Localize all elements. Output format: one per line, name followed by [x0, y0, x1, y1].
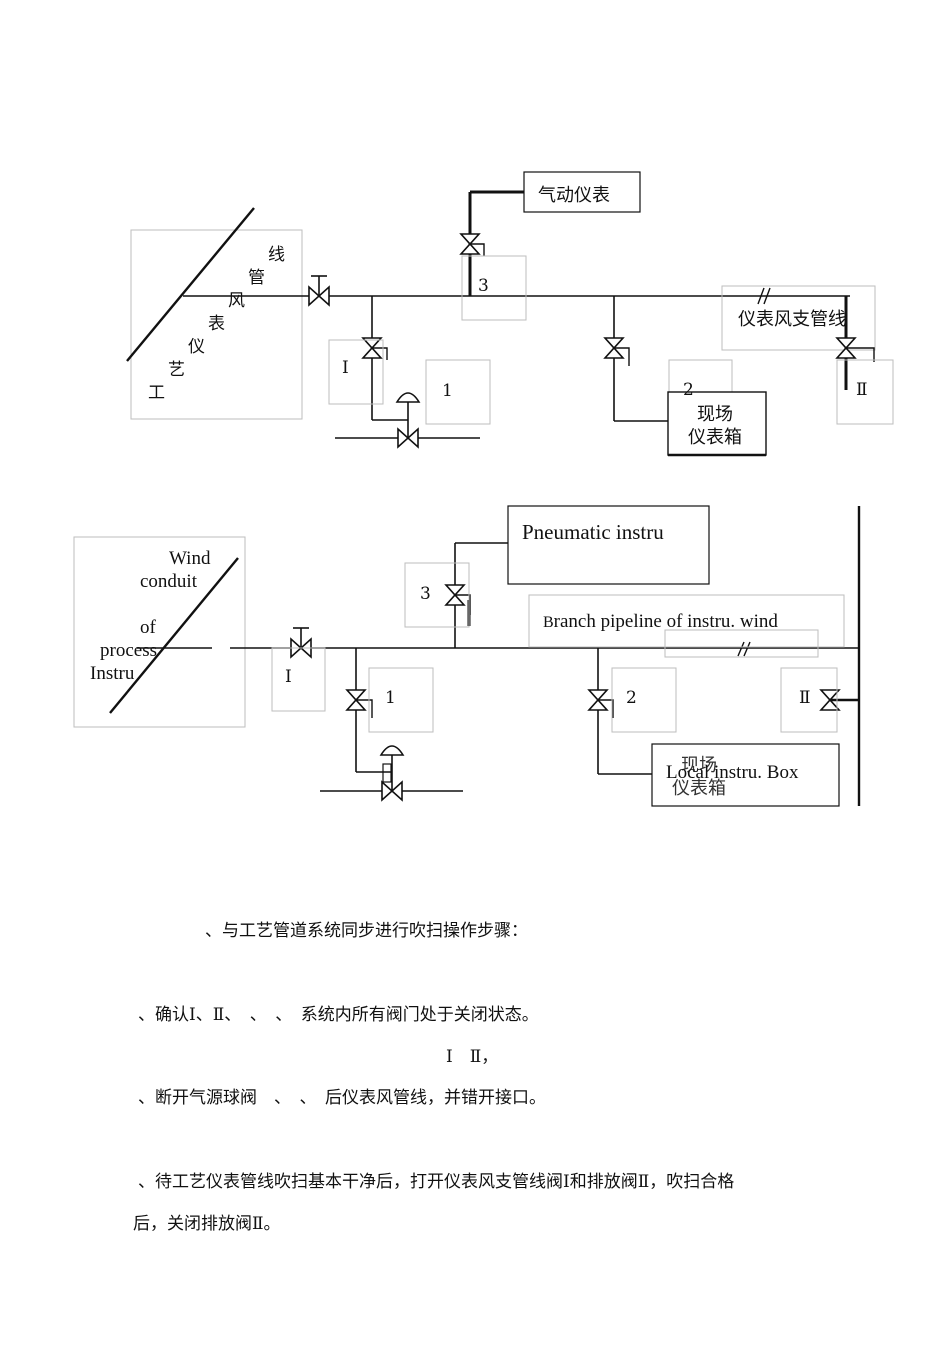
label-1: 1	[442, 381, 453, 401]
valve-2-cn	[604, 337, 630, 366]
label-frame-3	[461, 255, 527, 321]
process-pipe-label-line: process	[100, 640, 157, 661]
process-diagram-graphics	[73, 171, 894, 807]
pneumatic-instrument-box-en	[507, 505, 710, 585]
vertical-label-char: 管	[248, 268, 265, 288]
label-3: 3	[478, 276, 489, 296]
valve-II-cn	[836, 337, 875, 362]
process-pipe-frame-en	[73, 536, 246, 728]
label-frame-3-en	[404, 562, 470, 628]
valve-3-en	[445, 584, 471, 615]
label-frame-1-en	[368, 667, 434, 733]
break-mark	[757, 287, 765, 305]
valve-2-en	[588, 689, 614, 718]
diagram-en	[73, 505, 861, 807]
process-pipe-label-line: conduit	[140, 571, 197, 592]
pneumatic-instrument-label-en: Pneumatic instru	[522, 520, 664, 544]
control-valve-cn	[335, 392, 480, 448]
label-frame-I	[328, 339, 384, 405]
vertical-label-char: 工	[148, 383, 165, 403]
label-roman-II-en: Ⅱ	[799, 688, 811, 708]
process-pipe-diagonal-en	[109, 557, 239, 714]
branch-label-frame-en	[528, 594, 845, 648]
label-2-en: 2	[626, 688, 637, 708]
label-roman-I: Ⅰ	[342, 358, 349, 378]
vertical-label-char: 线	[268, 245, 285, 265]
diagram-cn	[126, 171, 894, 457]
label-3-en: 3	[420, 584, 431, 604]
local-box-overlap-cn-line2: 仪表箱	[672, 778, 726, 799]
step-2: 、断开气源球阀 、 、 后仪表风管线，并错开接口。	[138, 1088, 546, 1108]
break-mark	[743, 641, 751, 657]
pneumatic-instrument-label: 气动仪表	[538, 185, 610, 206]
label-roman-II: Ⅱ	[856, 380, 868, 400]
label-frame-1	[425, 359, 491, 425]
process-pipe-label-line: Wind	[169, 548, 211, 569]
label-frame-II	[836, 359, 894, 425]
label-1-en: 1	[385, 688, 396, 708]
valve-I-en	[290, 627, 312, 658]
label-roman-I-en: Ⅰ	[285, 667, 292, 687]
label-frame-II-en	[780, 667, 838, 733]
branch-label-frame-cn	[721, 285, 876, 351]
process-pipe-label-line: of	[140, 617, 156, 638]
process-pipe-label-line: Instru	[90, 663, 135, 684]
valve-II-en	[820, 689, 859, 711]
break-mark	[737, 641, 745, 657]
label-frame-2-en	[611, 667, 677, 733]
process-pipe-frame	[130, 229, 303, 420]
step-3-line1: 、待工艺仪表管线吹扫基本干净后，打开仪表风支管线阀Ⅰ和排放阀Ⅱ，吹扫合格	[138, 1172, 735, 1192]
valve-1-en	[346, 689, 373, 718]
step-3-line2: 后，关闭排放阀Ⅱ。	[133, 1214, 281, 1234]
local-box-label-line1: 现场	[697, 404, 733, 425]
local-instrument-box-cn	[667, 391, 767, 456]
break-mark	[763, 287, 771, 305]
local-box-label-line2: 仪表箱	[688, 427, 742, 448]
control-valve-en	[320, 745, 463, 801]
label-frame-I-en	[271, 647, 326, 712]
section-heading: 、与工艺管道系统同步进行吹扫操作步骤：	[205, 921, 528, 941]
vertical-label-char: 风	[228, 291, 245, 311]
vertical-label-char: 仪	[188, 337, 205, 357]
vertical-label-char: 艺	[168, 360, 185, 380]
local-instrument-box-label-en: Local instru. Box	[666, 762, 799, 783]
process-pipe-diagonal	[126, 207, 255, 362]
valve-I-cn	[308, 275, 330, 306]
step-1: 、确认Ⅰ、Ⅱ、 、 、 系统内所有阀门处于关闭状态。	[138, 1005, 539, 1025]
vertical-label-char: 表	[208, 314, 225, 334]
branch-pipeline-label: 仪表风支管线	[738, 309, 846, 330]
pneumatic-instrument-box	[523, 171, 641, 213]
step-2-superscript: Ⅰ Ⅱ，	[446, 1047, 499, 1067]
valve-3-cn	[460, 233, 485, 256]
valve-1-cn	[362, 337, 388, 360]
label-2: 2	[683, 380, 694, 400]
local-box-overlap-cn-line1: 现场	[681, 755, 717, 776]
branch-pipeline-label-en: Branch pipeline of instru. wind	[543, 611, 778, 632]
local-instrument-box-en	[651, 743, 840, 807]
